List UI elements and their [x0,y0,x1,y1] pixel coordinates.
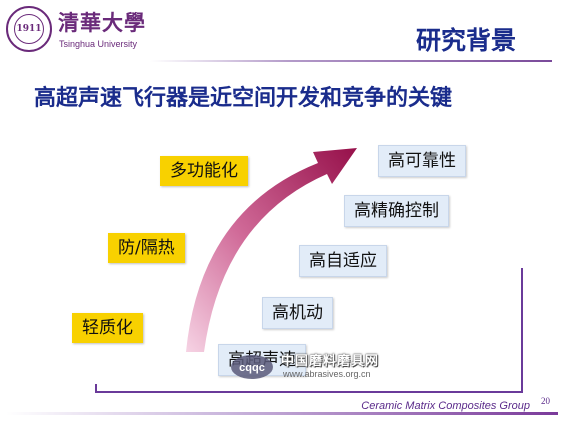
label-thermal-protection: 防/隔热 [108,233,185,263]
university-seal-icon: 1911 [6,6,52,52]
university-logo: 1911 清華大學 Tsinghua University [6,6,156,56]
section-title: 研究背景 [415,26,516,55]
axis-frame [95,268,523,393]
box-precise-control: 高精确控制 [344,195,449,227]
header-divider [150,60,552,62]
university-name-en: Tsinghua University [59,39,138,49]
university-name-cn: 清華大學 [58,10,146,35]
main-heading: 高超声速飞行器是近空间开发和竞争的关键 [34,86,453,111]
box-maneuverability: 高机动 [262,297,333,329]
box-high-reliability: 高可靠性 [378,145,466,177]
box-adaptive: 高自适应 [299,245,387,277]
footer-divider [6,412,558,415]
watermark-url: www.abrasives.org.cn [283,369,371,379]
growth-arrow [186,148,357,352]
page-number: 20 [541,396,550,406]
footer-group-name: Ceramic Matrix Composites Group [361,400,530,412]
label-lightweight: 轻质化 [72,313,143,343]
watermark-logo-text: cqqc [239,362,265,374]
watermark-logo-icon: cqqc [231,355,273,379]
seal-year: 1911 [14,14,44,44]
watermark-text: 中国磨料磨具网 [281,354,380,369]
label-multifunction: 多功能化 [160,156,248,186]
